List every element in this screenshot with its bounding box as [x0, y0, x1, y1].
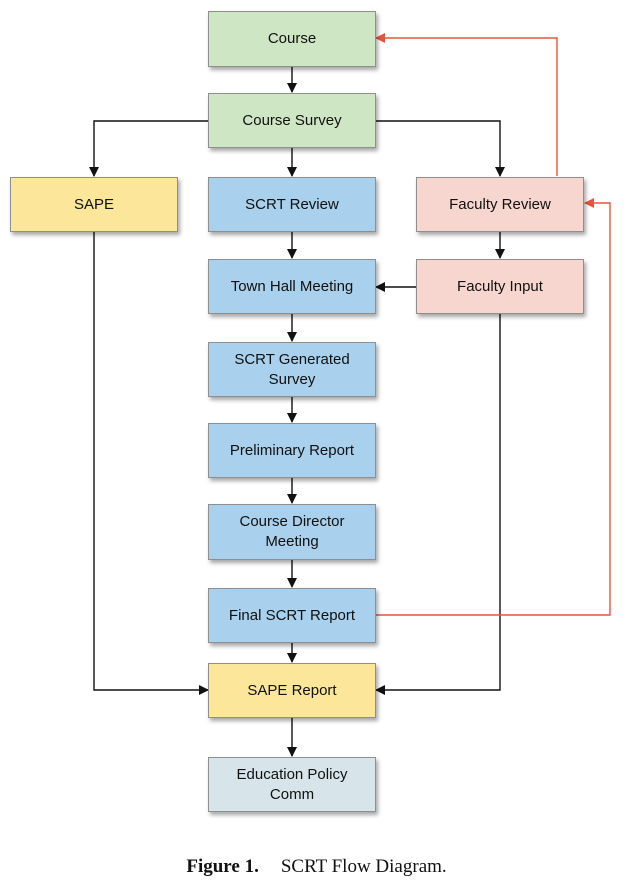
node-sape: SAPE [10, 177, 178, 232]
node-scrt-review: SCRT Review [208, 177, 376, 232]
node-faculty-review: Faculty Review [416, 177, 584, 232]
node-course-director-meeting: Course Director Meeting [208, 504, 376, 560]
arrow-survey-to-faculty-review [376, 120, 505, 177]
figure-caption: Figure 1. SCRT Flow Diagram. [0, 856, 633, 878]
node-sape-report: SAPE Report [208, 663, 376, 718]
arrow-faculty-input-to-sape-report [375, 314, 501, 695]
arrow-sape-to-sape-report [93, 232, 209, 695]
node-scrt-generated-survey: SCRT Generated Survey [208, 342, 376, 397]
figure-label: Figure 1. [186, 856, 259, 877]
node-town-hall-meeting: Town Hall Meeting [208, 259, 376, 314]
feedback-faculty-review-to-course [375, 33, 558, 176]
figure-title: SCRT Flow Diagram. [280, 856, 447, 877]
node-course-survey: Course Survey [208, 93, 376, 148]
node-faculty-input: Faculty Input [416, 259, 584, 314]
node-final-scrt-report: Final SCRT Report [208, 588, 376, 643]
node-course: Course [208, 11, 376, 67]
arrow-survey-to-sape [89, 120, 208, 177]
connector-layer [89, 33, 611, 757]
feedback-final-to-faculty-review [376, 198, 611, 616]
node-education-policy-comm: Education Policy Comm [208, 757, 376, 812]
scrt-flow-diagram: Course Course Survey SAPE SCRT Review Fa… [10, 11, 611, 812]
node-preliminary-report: Preliminary Report [208, 423, 376, 478]
